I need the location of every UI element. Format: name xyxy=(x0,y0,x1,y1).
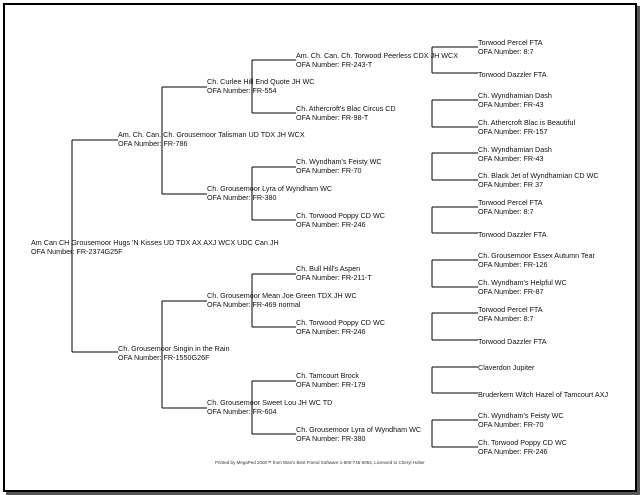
dog-name: Ch. Torwood Poppy CD WC xyxy=(296,211,385,220)
dog-name: Ch. Wyndhamian Dash xyxy=(478,91,552,100)
dog-name: Ch. Wyndhamian Dash xyxy=(478,145,552,154)
ofa-number: OFA Number: FR-157 xyxy=(478,127,548,136)
grandparent-entry: Ch. Grousemoor Lyra of Wyndham WC OFA Nu… xyxy=(207,184,332,202)
ofa-number: OFA Number: FR-246 xyxy=(478,447,548,456)
ofa-number: OFA Number: FR-70 xyxy=(296,166,362,175)
grandparent-entry: Ch. Grousemoor Mean Joe Green TDX JH WC … xyxy=(207,291,357,309)
dog-name: Ch. Wyndham's Feisty WC xyxy=(478,411,564,420)
dam-entry: Ch. Grousemoor Singin in the Rain OFA Nu… xyxy=(118,344,229,362)
great-grandparent-entry: Ch. Tamcourt Brock OFA Number: FR-179 xyxy=(296,371,366,389)
ofa-number: OFA Number: FR-380 xyxy=(207,193,277,202)
dog-name: Am Can CH Grousemoor Hugs 'N Kisses UD T… xyxy=(31,238,279,247)
dog-name: Ch. Black Jet of Wyndhamian CD WC xyxy=(478,171,599,180)
dog-name: Ch. Grousemoor Lyra of Wyndham WC xyxy=(296,425,422,434)
dog-name: Ch. Torwood Poppy CD WC xyxy=(478,438,567,447)
dog-name: Ch. Athercroft's Blac Circus CD xyxy=(296,104,396,113)
ofa-number: OFA Number: FR-126 xyxy=(478,260,548,269)
dog-name: Ch. Grousemoor Lyra of Wyndham WC xyxy=(207,184,333,193)
dog-name: Ch. Wyndham's Helpful WC xyxy=(478,278,567,287)
great-grandparent-entry: Am. Ch. Can. Ch. Torwood Peerless CDX JH… xyxy=(296,51,458,69)
ofa-number: OFA Number: FR-246 xyxy=(296,327,366,336)
dog-name: Ch. Bull Hill's Aspen xyxy=(296,264,361,273)
great-grandparent-entry: Ch. Athercroft's Blac Circus CD OFA Numb… xyxy=(296,104,396,122)
pedigree-frame xyxy=(3,3,637,492)
dog-name: Ch. Tamcourt Brock xyxy=(296,371,359,380)
dog-name: Torwood Percel FTA xyxy=(478,38,543,47)
sire-entry: Am. Ch. Can. Ch. Grousemoor Talisman UD … xyxy=(118,130,305,148)
dog-name: Ch. Grousemoor Essex Autumn Tear xyxy=(478,251,595,260)
footer-credit: Printed by MegaPed 2000™ from Wan's Best… xyxy=(215,460,425,465)
dog-name: Ch. Grousemoor Singin in the Rain xyxy=(118,344,230,353)
ofa-number: OFA Number: FR-243-T xyxy=(296,60,373,69)
ofa-number: OFA Number: FR-380 xyxy=(296,434,366,443)
dog-name: Am. Ch. Can. Ch. Torwood Peerless CDX JH… xyxy=(296,51,459,60)
great-grandparent-entry: Ch. Bull Hill's Aspen OFA Number: FR-211… xyxy=(296,264,372,282)
gen5-entry: Bruderkern Witch Hazel of Tamcourt AXJ xyxy=(478,390,608,399)
dog-name: Torwood Dazzler FTA xyxy=(478,230,547,239)
ofa-number: OFA Number: 8:7 xyxy=(478,47,534,56)
dog-name: Ch. Wyndham's Feisty WC xyxy=(296,157,382,166)
ofa-number: OFA Number: FR-87 xyxy=(478,287,544,296)
dog-name: Bruderkern Witch Hazel of Tamcourt AXJ xyxy=(478,390,609,399)
ofa-number: OFA Number: FR-211-T xyxy=(296,273,372,282)
ofa-number: OFA Number: FR-246 xyxy=(296,220,366,229)
ofa-number: OFA Number: FR 37 xyxy=(478,180,544,189)
dog-name: Torwood Dazzler FTA xyxy=(478,70,547,79)
ofa-number: OFA Number: FR-1550G26F xyxy=(118,353,210,362)
dog-name: Ch. Athercroft Blac is Beautiful xyxy=(478,118,576,127)
grandparent-entry: Ch. Grousemoor Sweet Lou JH WC TD OFA Nu… xyxy=(207,398,332,416)
ofa-number: OFA Number: FR-179 xyxy=(296,380,366,389)
ofa-number: OFA Number: 8:7 xyxy=(478,314,534,323)
ofa-number: OFA Number: FR-554 xyxy=(207,86,277,95)
ofa-number: OFA Number: FR-604 xyxy=(207,407,277,416)
gen5-entry: Torwood Dazzler FTA xyxy=(478,230,547,239)
gen5-entry: Torwood Dazzler FTA xyxy=(478,70,547,79)
grandparent-entry: Ch. Curlee Hill End Quote JH WC OFA Numb… xyxy=(207,77,314,95)
ofa-number: OFA Number: 8:7 xyxy=(478,207,534,216)
great-grandparent-entry: Ch. Wyndham's Feisty WC OFA Number: FR-7… xyxy=(296,157,382,175)
great-grandparent-entry: Ch. Torwood Poppy CD WC OFA Number: FR-2… xyxy=(296,211,385,229)
ofa-number: OFA Number: FR-98-T xyxy=(296,113,369,122)
ofa-number: OFA Number: FR-43 xyxy=(478,154,544,163)
dog-name: Torwood Dazzler FTA xyxy=(478,337,547,346)
dog-name: Ch. Grousemoor Mean Joe Green TDX JH WC xyxy=(207,291,357,300)
ofa-number: OFA Number: FR-2374G25F xyxy=(31,247,123,256)
gen5-entry: Torwood Dazzler FTA xyxy=(478,337,547,346)
subject-dog-entry: Am Can CH Grousemoor Hugs 'N Kisses UD T… xyxy=(31,238,279,256)
dog-name: Ch. Curlee Hill End Quote JH WC xyxy=(207,77,315,86)
ofa-number: OFA Number: FR-786 xyxy=(118,139,188,148)
dog-name: Ch. Torwood Poppy CD WC xyxy=(296,318,385,327)
dog-name: Ch. Grousemoor Sweet Lou JH WC TD xyxy=(207,398,333,407)
great-grandparent-entry: Ch. Torwood Poppy CD WC OFA Number: FR-2… xyxy=(296,318,385,336)
dog-name: Torwood Percel FTA xyxy=(478,305,543,314)
ofa-number: OFA Number: FR-469 normal xyxy=(207,300,301,309)
great-grandparent-entry: Ch. Grousemoor Lyra of Wyndham WC OFA Nu… xyxy=(296,425,421,443)
dog-name: Am. Ch. Can. Ch. Grousemoor Talisman UD … xyxy=(118,130,305,139)
dog-name: Torwood Percel FTA xyxy=(478,198,543,207)
dog-name: Claverdon Jupiter xyxy=(478,363,535,372)
gen5-entry: Claverdon Jupiter xyxy=(478,363,534,372)
ofa-number: OFA Number: FR-43 xyxy=(478,100,544,109)
ofa-number: OFA Number: FR-70 xyxy=(478,420,544,429)
